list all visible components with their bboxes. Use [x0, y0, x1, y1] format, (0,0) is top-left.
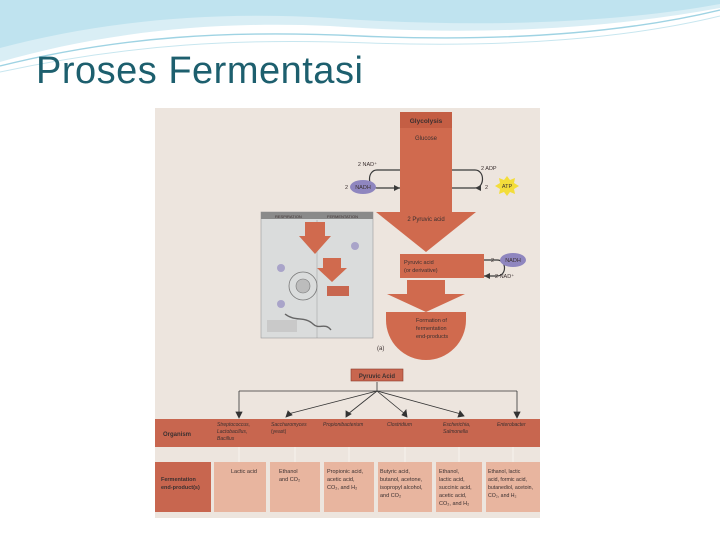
- end-products-row-label-1: Fermentation: [161, 477, 196, 483]
- branch-arrows: [235, 382, 521, 419]
- product-6-line3: butanediol, acetoin,: [488, 485, 533, 491]
- respiration-fermentation-inset: RESPIRATION FERMENTATION: [260, 211, 374, 339]
- organism-3-line1: Propionibacterium: [323, 422, 363, 428]
- column-clostridium: Clostridium Butyric acid, butanol, aceto…: [380, 422, 423, 499]
- product-5-line1: Ethanol,: [439, 469, 460, 475]
- organism-1-line3: Bacillus: [217, 436, 235, 442]
- product-4-line3: isopropyl alcohol,: [380, 485, 423, 491]
- pyruvate-box-line1: Pyruvic acid: [404, 260, 434, 266]
- end-products-row-label-2: end-product(s): [161, 485, 200, 491]
- header-wave-banner: [0, 0, 720, 73]
- column-yeast: Saccharomyces (yeast) Ethanol and CO₂: [271, 422, 307, 483]
- nadh-label: NADH: [355, 185, 371, 191]
- end-products-line3: end-products: [416, 334, 448, 340]
- organism-5-line2: Salmonella: [443, 429, 468, 435]
- product-5-line2: lactic acid,: [439, 477, 465, 483]
- product-4-line2: butanol, acetone,: [380, 477, 423, 483]
- pyruvic-acid-root: Pyruvic Acid: [350, 368, 404, 382]
- atp-label: ATP: [502, 184, 513, 190]
- product-5-line4: acetic acid,: [439, 493, 467, 499]
- pyruvic-acid-label: Pyruvic Acid: [359, 374, 395, 380]
- fermentation-arrow: [387, 280, 465, 312]
- organism-row: Organism: [155, 419, 540, 447]
- atp-count: 2: [485, 185, 488, 191]
- organism-row-label: Organism: [163, 432, 191, 438]
- column-escherichia: Escherichia, Salmonella Ethanol, lactic …: [439, 422, 472, 507]
- adp-label: 2 ADP: [481, 166, 497, 172]
- end-products-row: Fermentation end-product(s): [155, 462, 540, 512]
- nadh-in-count: 2: [491, 258, 494, 264]
- pyruvate-box: Pyruvic acid (or derivative): [400, 254, 484, 278]
- end-products-disc: Formation of fermentation end-products: [386, 312, 466, 360]
- fermentation-figure: RESPIRATION FERMENTATION Glycolysis Gluc…: [155, 108, 540, 518]
- inset-respiration-label: RESPIRATION: [275, 214, 302, 219]
- product-5-line3: succinic acid,: [439, 485, 472, 491]
- column-lactic: Streptococcus, Lactobacillus, Bacillus L…: [217, 422, 257, 475]
- panel-a-label: (a): [377, 346, 384, 352]
- product-3-line1: Propionic acid,: [327, 469, 364, 475]
- atp-cycle-right: 2 ADP 2 ATP: [452, 166, 519, 196]
- inset-fermentation-label: FERMENTATION: [327, 214, 358, 219]
- glycolysis-heading: Glycolysis: [410, 118, 443, 125]
- product-3-line3: CO₂, and H₂: [327, 485, 357, 491]
- glycolysis-arrow: Glycolysis Glucose 2 Pyruvic acid: [376, 112, 476, 252]
- product-4-line4: and CO₂: [380, 493, 401, 499]
- nad-plus-label: 2 NAD⁺: [358, 161, 377, 168]
- nadh-count: 2: [345, 185, 348, 191]
- product-4-line1: Butyric acid,: [380, 469, 410, 475]
- product-3-line2: acetic acid,: [327, 477, 355, 483]
- end-products-line2: fermentation: [416, 326, 447, 332]
- row-connectors: [238, 447, 514, 462]
- organism-6-line1: Enterobacter: [497, 422, 526, 428]
- pyruvate-box-line2: (or derivative): [404, 268, 438, 274]
- organism-1-line1: Streptococcus,: [217, 422, 250, 428]
- pyruvic-product-label: 2 Pyruvic acid: [407, 217, 444, 223]
- product-6-line2: acid, formic acid,: [488, 477, 527, 483]
- organism-2-line2: (yeast): [271, 429, 287, 435]
- organism-4-line1: Clostridium: [387, 422, 412, 428]
- product-2-line1: Ethanol: [279, 469, 298, 475]
- product-1-line1: Lactic acid: [231, 469, 257, 475]
- product-5-line5: CO₂, and H₂: [439, 501, 469, 507]
- product-6-line4: CO₂, and H₂: [488, 493, 517, 499]
- product-6-line1: Ethanol, lactic: [488, 469, 521, 475]
- nad-cycle-left: 2 NAD⁺ 2 NADH: [345, 161, 400, 194]
- slide-title: Proses Fermentasi: [36, 50, 364, 92]
- nadh-cycle-right: 2 NADH 2 NAD⁺: [484, 253, 526, 280]
- product-2-line2: and CO₂: [279, 477, 300, 483]
- column-propionibacterium: Propionibacterium Propionic acid, acetic…: [323, 422, 364, 491]
- organism-1-line2: Lactobacillus,: [217, 429, 247, 435]
- nadh-in-label: NADH: [505, 258, 521, 264]
- glucose-label: Glucose: [415, 136, 438, 142]
- organism-2-line1: Saccharomyces: [271, 422, 307, 428]
- nad-out-label: 2 NAD⁺: [495, 273, 514, 280]
- end-products-line1: Formation of: [416, 318, 447, 324]
- organism-5-line1: Escherichia,: [443, 422, 470, 428]
- column-enterobacter: Enterobacter Ethanol, lactic acid, formi…: [488, 422, 533, 499]
